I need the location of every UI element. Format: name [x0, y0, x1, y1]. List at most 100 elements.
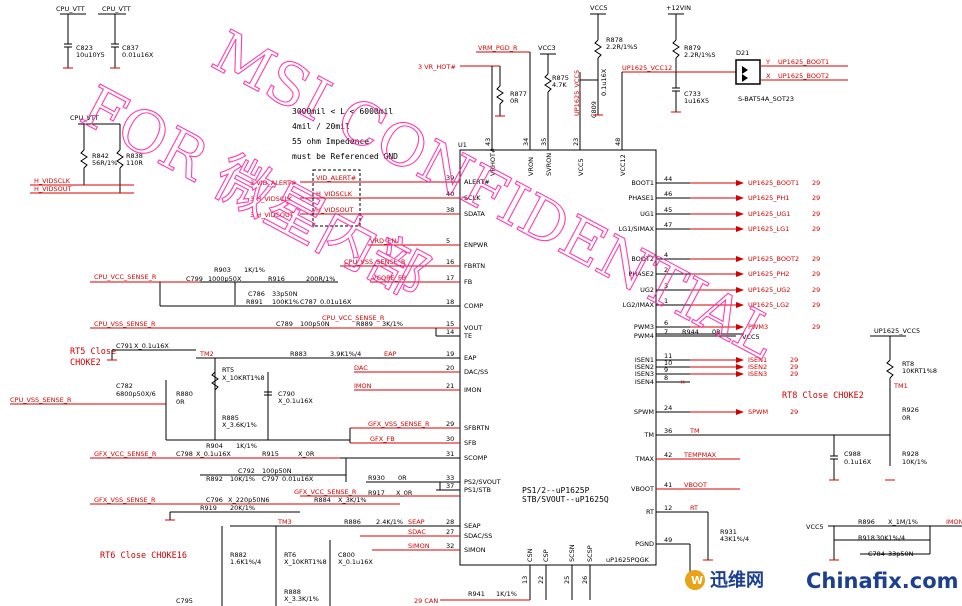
left-pin-number: 18 [446, 298, 454, 306]
bottom-pin-name: SCSP [586, 545, 594, 562]
r877-ref: R877 [510, 90, 527, 98]
net-arrow [736, 287, 744, 293]
vid-alert-port: 3 VID_ALERT# [250, 179, 296, 187]
r896-ref: R896 [858, 518, 875, 526]
left-pin-number: 28 [446, 518, 454, 526]
c787-val: 0.01u16X [320, 298, 352, 306]
r886-val: 2.4K/1% [376, 518, 403, 526]
bottom-pin-number: 22 [537, 576, 545, 584]
net-sheet: 29 [812, 286, 820, 294]
h-vidsclk-net: H_VIDSCLK [316, 190, 353, 198]
r885-ref: R885 [222, 414, 239, 422]
right-pin-name: PWM4 [634, 332, 654, 340]
right-pin-name: PHASE1 [628, 194, 654, 202]
r928-ref: R928 [902, 450, 919, 458]
top-pin-name: VRHOT# [489, 148, 497, 176]
right-pin-name: RT [646, 508, 654, 516]
net-sheet: 29 [790, 363, 798, 371]
pwm4-vcc5: VCC5 [742, 333, 760, 341]
top-power-section: VCC5 +12VIN R878 2.2R/1%S R879 2.2R/1%S … [418, 4, 848, 150]
r884-val: X_3K/1% [338, 496, 367, 504]
r918-ref: R918 [858, 534, 875, 542]
gfx-fb-label: GFX_FB [370, 435, 395, 443]
net-sheet: 29 [812, 301, 820, 309]
c837-ref: C837 [122, 44, 139, 52]
left-pin-name: TE [463, 332, 472, 340]
bottom-pin-number: 26 [581, 576, 589, 584]
r886-ref: R886 [344, 518, 361, 526]
r875-ref: R875 [552, 74, 569, 82]
left-pin-number: 15 [446, 320, 454, 328]
left-pin-name: SDATA [464, 210, 485, 218]
right-pin-number: 10 [664, 359, 672, 367]
r941-ref: R941 [468, 590, 485, 598]
right-pin-number: 46 [664, 190, 672, 198]
net-arrow [736, 324, 744, 330]
left-pin-name: SFBRTN [464, 424, 489, 432]
vr-hot-port: 3 VR_HOT# [418, 63, 456, 71]
c733-val: 1u16X5 [684, 97, 709, 105]
bottom-pin-name: CSP [542, 549, 550, 562]
left-pin-number: 29 [446, 420, 454, 428]
left-pin-name: SDAC/SS [464, 532, 492, 540]
right-pin-number: 2 [664, 266, 668, 274]
r879-ref: R879 [684, 44, 701, 52]
right-pin-name: ISEN1 [635, 356, 654, 364]
tm2-label: TM2 [199, 350, 214, 358]
r891-ref: R891 [246, 298, 263, 306]
h-vidsout-left: H_VIDSOUT [34, 185, 72, 193]
gfx-vss-sense-left: GFX_VSS_SENSE_R [94, 496, 156, 504]
ic-part-id: uP1625PQGK [606, 556, 650, 564]
left-pin-number: 33 [446, 474, 454, 482]
left-pin-number: 32 [446, 542, 454, 550]
right-pin-number: 3 [664, 282, 668, 290]
top-pin-number: 23 [572, 138, 580, 146]
cpu-vss-sense-r-2: CPU_VSS_SENSE_R [94, 320, 156, 328]
simon-label: SIMON [408, 542, 430, 550]
d21-val: S-BAT54A_SOT23 [738, 95, 794, 103]
net-sheet: 29 [812, 194, 820, 202]
net-label: UP1625_BOOT2 [748, 255, 799, 263]
net-arrow [736, 409, 744, 415]
r915-val: X_0R [298, 450, 315, 458]
left-pin-number: 21 [446, 382, 454, 390]
right-pin-number: 44 [664, 175, 672, 183]
net-sheet: 29 [790, 370, 798, 378]
vcc3-label: VCC3 [538, 44, 556, 52]
c796-ref: C796 [206, 496, 223, 504]
vin12-label: +12VIN [666, 4, 691, 12]
top-pin-name: VCC12 [619, 154, 627, 176]
r883-ref: R883 [290, 350, 307, 358]
confidential-watermark: MSI CONFIDENTIAL FOR 微星内部 63 [70, 17, 789, 373]
note-line-3: 55 ohm Impedence [292, 137, 369, 146]
net-arrow [736, 357, 744, 363]
left-pin-number: 27 [446, 528, 454, 536]
eap-label: EAP [384, 350, 397, 358]
routing-notes: 3000mil < L < 6000mil 4mil / 20mil 55 oh… [292, 107, 398, 161]
r904-ref: R904 [206, 442, 223, 450]
net-sheet: 29 [812, 323, 820, 331]
r917-val: X_0R [396, 489, 413, 497]
right-pin-name: PWM3 [634, 323, 654, 331]
up1625-vcc12-label: UP1625_VCC12 [622, 64, 672, 72]
c798-val: X_0.1u16X [196, 450, 231, 458]
c795-ref: C795 [176, 597, 193, 605]
left-pin-number: 31 [446, 450, 454, 458]
r889-ref: R889 [356, 320, 373, 328]
c823-ref: C823 [76, 44, 93, 52]
cpu-vss-sense-label: CPU_VSS_SENSE_R [10, 396, 72, 404]
d21-diode-pair [735, 59, 761, 85]
r919-ref: R919 [200, 504, 217, 512]
h-vidsout-port: 3 H_VIDSOUT [250, 211, 294, 219]
net-arrow [736, 195, 744, 201]
r880-ref: R880 [176, 390, 193, 398]
seap-label: SEAP [408, 518, 425, 526]
cpu-vcc-sense-r-label: CPU_VCC_SENSE_R [94, 273, 157, 281]
bottom-pin-name: CSN [526, 548, 534, 562]
net-label: UP1625_PH2 [748, 270, 789, 278]
ic-bottom-line2: STB/SVOUT--uP1625Q [522, 495, 609, 504]
right-pin-number: 6 [664, 319, 668, 327]
c800-ref: C800 [338, 551, 355, 559]
right-pin-number: 1 [664, 297, 668, 305]
left-pin-number: 14 [446, 328, 454, 336]
